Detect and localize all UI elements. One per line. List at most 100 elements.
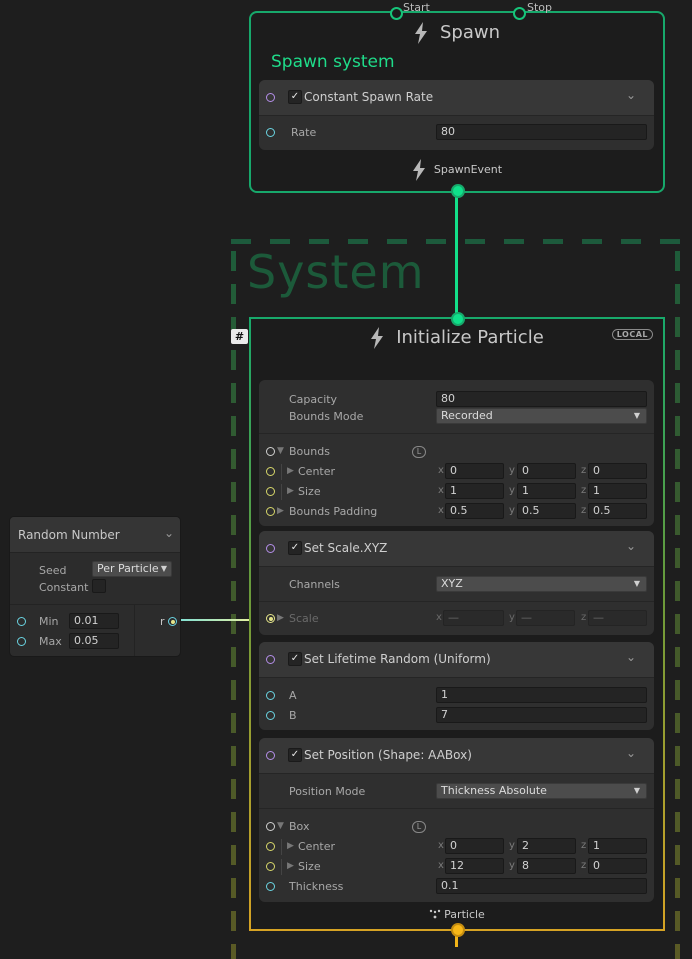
enable-checkbox[interactable]: ✓ (288, 90, 302, 104)
box-port[interactable] (266, 822, 275, 831)
spawn-title-row: Spawn (251, 22, 663, 44)
rate-port[interactable] (266, 128, 275, 137)
b-field[interactable]: 7 (436, 707, 647, 723)
thickness-field[interactable]: 0.1 (436, 878, 647, 894)
bounds-mode-value: Recorded (441, 409, 493, 422)
axis-z-label: z (581, 612, 587, 623)
block-set-lifetime[interactable]: ✓ Set Lifetime Random (Uniform) ⌄ A 1 B … (259, 642, 654, 730)
min-field[interactable]: 0.01 (69, 613, 119, 629)
expanded-triangle-icon[interactable]: ▼ (277, 821, 284, 831)
capacity-field[interactable]: 80 (436, 391, 647, 407)
channels-dropdown[interactable]: XYZ ▼ (436, 576, 647, 592)
size-port[interactable] (266, 487, 275, 496)
thickness-port[interactable] (266, 882, 275, 891)
collapsed-triangle-icon[interactable]: ▶ (277, 613, 284, 623)
spawn-system-heading[interactable]: Spawn system (271, 52, 395, 72)
particle-output-port[interactable] (451, 923, 465, 937)
bounds-mode-row: Bounds Mode Recorded ▼ (259, 408, 654, 426)
padding-x-field[interactable]: 0.5 (445, 503, 504, 519)
center-y-field[interactable]: 2 (517, 838, 576, 854)
flow-port[interactable] (266, 655, 275, 664)
b-port[interactable] (266, 711, 275, 720)
scale-section: ▶ Scale x — y — z — (259, 602, 654, 635)
enable-checkbox[interactable]: ✓ (288, 748, 302, 762)
block-set-scale[interactable]: ✓ Set Scale.XYZ ⌄ Channels XYZ ▼ ▶ Scale… (259, 531, 654, 635)
constant-checkbox[interactable] (92, 579, 106, 593)
center-z-field[interactable]: 1 (588, 838, 647, 854)
a-label: A (289, 689, 297, 702)
local-space-badge[interactable]: LOCAL (611, 329, 653, 340)
spawn-context[interactable]: Start Stop Spawn Spawn system ✓ Constant… (249, 1, 665, 198)
flow-port[interactable] (266, 93, 275, 102)
init-input-port[interactable] (451, 312, 465, 326)
flow-port[interactable] (266, 751, 275, 760)
flow-port[interactable] (266, 544, 275, 553)
collapsed-triangle-icon[interactable]: ▶ (287, 841, 294, 851)
bounds-mode-label: Bounds Mode (289, 410, 364, 423)
seed-dropdown[interactable]: Per Particle ▼ (92, 561, 172, 577)
start-port[interactable] (390, 7, 403, 20)
size-y-field[interactable]: 8 (517, 858, 576, 874)
size-y-field[interactable]: 1 (517, 483, 576, 499)
bounds-port[interactable] (266, 447, 275, 456)
chevron-down-icon[interactable]: ⌄ (625, 746, 636, 760)
size-z-field[interactable]: 1 (588, 483, 647, 499)
bounds-label: Bounds (289, 445, 330, 458)
position-mode-dropdown[interactable]: Thickness Absolute ▼ (436, 783, 647, 799)
enable-checkbox[interactable]: ✓ (288, 652, 302, 666)
chevron-down-icon[interactable]: ⌄ (625, 88, 636, 102)
local-space-icon[interactable]: L (412, 446, 426, 458)
system-title[interactable]: System (247, 245, 425, 299)
block-set-position[interactable]: ✓ Set Position (Shape: AABox) ⌄ Position… (259, 738, 654, 902)
random-to-scale-wire[interactable] (177, 619, 252, 621)
spawn-event-port[interactable] (451, 184, 465, 198)
expanded-triangle-icon[interactable]: ▼ (277, 446, 284, 456)
center-x-field[interactable]: 0 (445, 463, 504, 479)
collapsed-triangle-icon[interactable]: ▶ (287, 466, 294, 476)
scale-x-field: — (443, 610, 504, 626)
dropdown-arrow-icon: ▼ (633, 786, 640, 795)
padding-port[interactable] (266, 507, 275, 516)
spawn-event-label: SpawnEvent (433, 163, 503, 176)
size-z-field[interactable]: 0 (588, 858, 647, 874)
padding-y-field[interactable]: 0.5 (517, 503, 576, 519)
enable-checkbox[interactable]: ✓ (288, 541, 302, 555)
size-port[interactable] (266, 862, 275, 871)
center-port[interactable] (266, 842, 275, 851)
min-port[interactable] (17, 617, 26, 626)
max-field[interactable]: 0.05 (69, 633, 119, 649)
spawn-to-init-wire[interactable] (455, 194, 458, 314)
center-x-field[interactable]: 0 (445, 838, 504, 854)
size-x-field[interactable]: 1 (445, 483, 504, 499)
chevron-down-icon[interactable]: ⌄ (625, 539, 636, 553)
random-number-node[interactable]: Random Number ⌄ Seed Per Particle ▼ Cons… (9, 516, 181, 657)
r-output-port[interactable] (168, 617, 177, 626)
block-constant-spawn-rate[interactable]: ✓ Constant Spawn Rate ⌄ Rate 80 (259, 80, 654, 150)
stop-port[interactable] (513, 7, 526, 20)
bounds-mode-dropdown[interactable]: Recorded ▼ (436, 408, 647, 424)
collapsed-triangle-icon[interactable]: ▶ (287, 861, 294, 871)
constant-label: Constant (39, 581, 89, 594)
center-y-field[interactable]: 0 (517, 463, 576, 479)
axis-x-label: x (438, 840, 444, 851)
size-x-field[interactable]: 12 (445, 858, 504, 874)
hash-icon[interactable]: # (231, 329, 248, 344)
chevron-down-icon[interactable]: ⌄ (625, 650, 636, 664)
axis-x-label: x (438, 485, 444, 496)
initialize-particle-context[interactable]: Initialize Particle LOCAL Capacity 80 Bo… (249, 312, 665, 937)
center-port[interactable] (266, 467, 275, 476)
chevron-down-icon[interactable]: ⌄ (163, 526, 174, 540)
collapsed-triangle-icon[interactable]: ▶ (287, 486, 294, 496)
padding-z-field[interactable]: 0.5 (588, 503, 647, 519)
scale-port-connected[interactable] (266, 614, 275, 623)
max-port[interactable] (17, 637, 26, 646)
collapsed-triangle-icon[interactable]: ▶ (277, 506, 284, 516)
a-field[interactable]: 1 (436, 687, 647, 703)
particle-output-wire[interactable] (455, 934, 458, 947)
local-space-icon[interactable]: L (412, 821, 426, 833)
init-title: Initialize Particle (396, 327, 544, 348)
center-z-field[interactable]: 0 (588, 463, 647, 479)
a-port[interactable] (266, 691, 275, 700)
rate-field[interactable]: 80 (436, 124, 647, 140)
scale-row: ▶ Scale x — y — z — (259, 610, 654, 628)
